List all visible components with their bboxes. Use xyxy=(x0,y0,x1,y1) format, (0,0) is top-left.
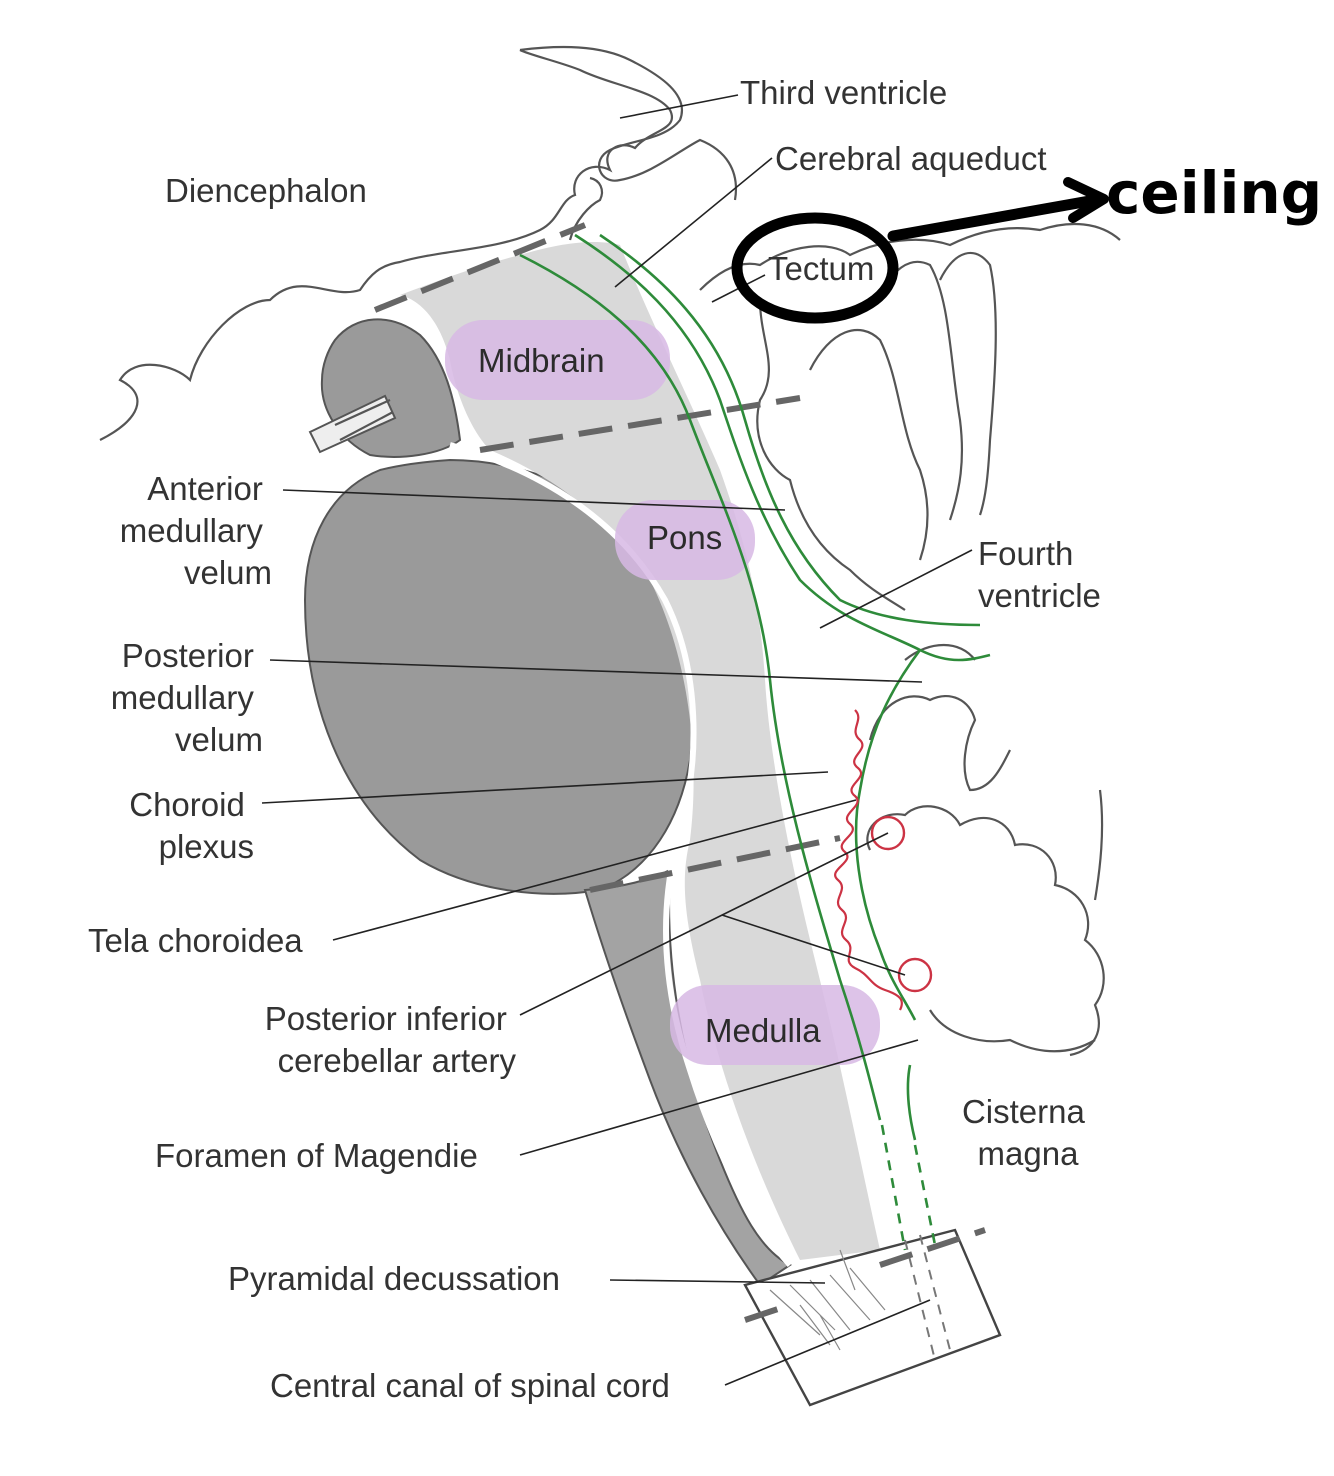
pica-marker-lower xyxy=(897,957,933,993)
handwritten-note: ceiling xyxy=(1106,159,1322,227)
spinal-cord-segment xyxy=(743,1228,1002,1407)
label-midbrain: Midbrain xyxy=(478,342,605,379)
label-tela-choroidea: Tela choroidea xyxy=(88,922,303,959)
label-pons: Pons xyxy=(647,519,722,556)
handwritten-annotation: ceiling xyxy=(731,159,1322,324)
region-dividers xyxy=(373,222,986,1323)
pons-highlight xyxy=(615,500,755,580)
label-cerebral-aqueduct: Cerebral aqueduct xyxy=(775,140,1047,177)
choroid-plexus-squiggle xyxy=(834,709,903,1011)
tectum-circle-marker xyxy=(731,212,899,324)
label-posterior-medullary-velum: Posterior medullary velum xyxy=(111,637,263,758)
pica-marker-upper xyxy=(870,815,906,851)
label-tectum: Tectum xyxy=(768,250,874,287)
leader-lines xyxy=(261,94,973,1386)
label-pyramidal-decussation: Pyramidal decussation xyxy=(228,1260,560,1297)
central-canal-dashes xyxy=(904,1234,951,1361)
label-diencephalon: Diencephalon xyxy=(165,172,367,209)
ventricle-boundary-lines xyxy=(519,233,991,1251)
label-choroid-plexus: Choroid plexus xyxy=(129,786,254,865)
diencephalon-inner-outline xyxy=(568,176,604,241)
label-fourth-ventricle: Fourth ventricle xyxy=(978,535,1101,614)
diencephalon-outline xyxy=(99,49,674,441)
decussation-hatching xyxy=(769,1249,886,1351)
nerve-stub xyxy=(308,394,397,454)
label-pica: Posterior inferior cerebellar artery xyxy=(265,1000,517,1079)
medulla-highlight xyxy=(670,985,880,1065)
label-cisterna-magna: Cisterna magna xyxy=(962,1093,1094,1172)
annotation-arrowhead xyxy=(1063,177,1109,223)
cerebellum-outline xyxy=(699,222,1121,1057)
third-ventricle-outline xyxy=(519,45,738,201)
white-boundary-stripe xyxy=(449,442,793,1267)
label-foramen-of-magendie: Foramen of Magendie xyxy=(155,1137,478,1174)
annotation-arrow xyxy=(887,194,1101,242)
label-central-canal: Central canal of spinal cord xyxy=(270,1367,670,1404)
midbrain-highlight xyxy=(445,320,670,400)
label-medulla: Medulla xyxy=(705,1012,821,1049)
label-anterior-medullary-velum: Anterior medullary velum xyxy=(120,470,272,591)
label-third-ventricle: Third ventricle xyxy=(740,74,947,111)
